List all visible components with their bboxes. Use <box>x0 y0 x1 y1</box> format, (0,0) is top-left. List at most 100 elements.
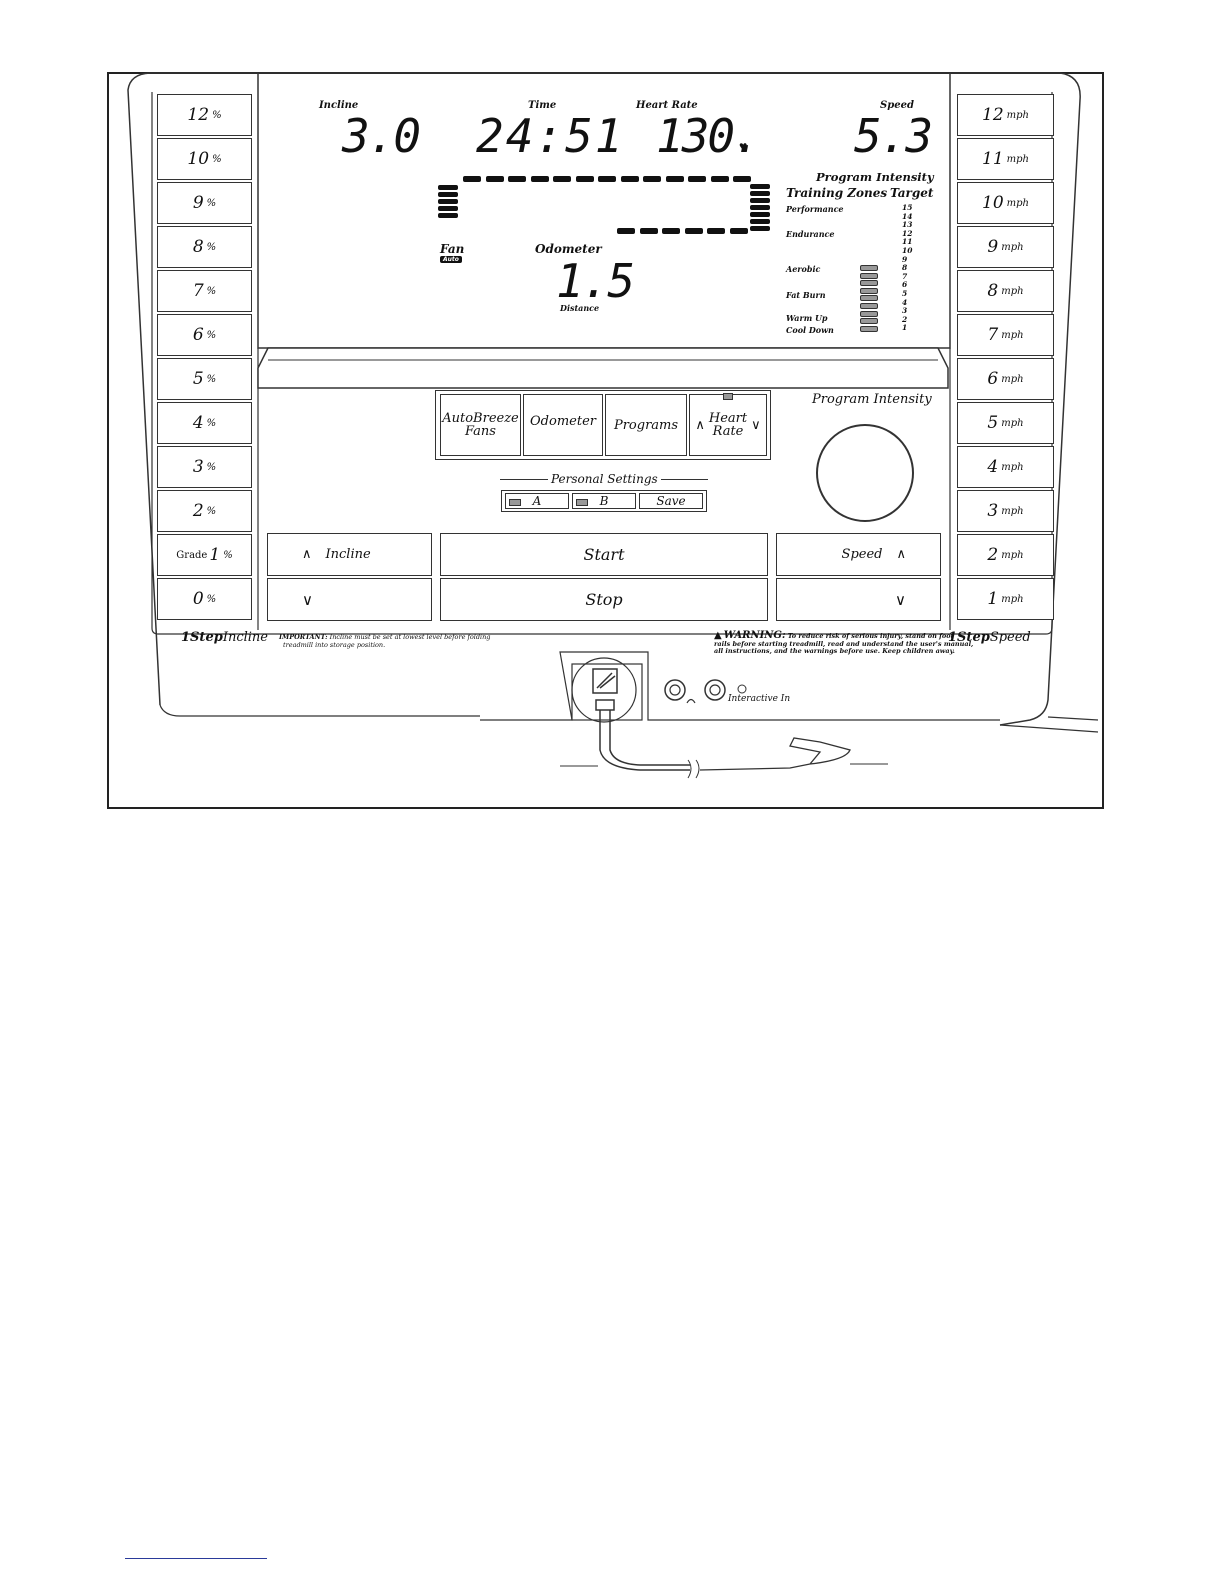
track-segment <box>617 228 635 234</box>
key-value: 3 <box>987 501 999 521</box>
speed-down-button[interactable]: ∨ <box>776 578 941 621</box>
track-segment <box>438 185 458 190</box>
key-unit: mph <box>1001 417 1024 429</box>
incline-label: Incline <box>319 100 359 111</box>
key-value: 9 <box>987 237 999 257</box>
incline-key[interactable]: 2% <box>157 490 252 532</box>
start-button[interactable]: Start <box>440 533 768 576</box>
key-unit: % <box>206 197 217 209</box>
heart-rate-up-icon: ∧ <box>695 417 705 433</box>
heart-icon: ♥ <box>739 138 748 154</box>
stop-button[interactable]: Stop <box>440 578 768 621</box>
incline-key[interactable]: 0% <box>157 578 252 620</box>
setting-b-label: B <box>599 494 609 508</box>
incline-key[interactable]: 12% <box>157 94 252 136</box>
incline-down-button[interactable]: ∨ <box>267 578 432 621</box>
personal-setting-b-button[interactable]: B <box>572 493 636 509</box>
target-title: Target <box>890 186 934 200</box>
incline-up-button[interactable]: ∧ Incline <box>267 533 432 576</box>
incline-key[interactable]: 3% <box>157 446 252 488</box>
incline-button-label: Incline <box>325 547 371 562</box>
incline-readout: 3.0 <box>342 109 421 163</box>
zone-aerobic: Aerobic <box>786 264 821 274</box>
key-value: 2 <box>987 545 999 565</box>
track-segment <box>639 228 658 234</box>
track-segment <box>438 192 458 197</box>
incline-key[interactable]: 5% <box>157 358 252 400</box>
time-label: Time <box>528 100 557 111</box>
key-value: 10 <box>982 193 1004 213</box>
speed-up-button[interactable]: Speed ∧ <box>776 533 941 576</box>
personal-setting-save-button[interactable]: Save <box>639 493 703 509</box>
track-segment <box>530 176 549 182</box>
warning-text-3: all instructions, and the warnings befor… <box>714 647 955 655</box>
key-prefix: Grade <box>176 549 208 561</box>
program-intensity-label: Program Intensity <box>812 392 932 407</box>
speed-button-label: Speed <box>841 547 883 562</box>
key-value: 7 <box>987 325 999 345</box>
key-unit: % <box>206 329 217 341</box>
track-segment <box>688 176 706 182</box>
heart-rate-button[interactable]: ∧ Heart Rate ∨ <box>689 394 767 456</box>
target-number: 7 <box>902 271 908 281</box>
personal-setting-a-button[interactable]: A <box>505 493 569 509</box>
interactive-in-label: Interactive In <box>728 694 791 704</box>
track-segment <box>665 176 684 182</box>
key-value: 1 <box>987 589 999 609</box>
zone-bar <box>860 287 878 294</box>
key-unit: mph <box>1006 197 1029 209</box>
target-number: 1 <box>902 323 908 333</box>
one-step-speed-rest: Speed <box>989 630 1031 645</box>
track-segment <box>750 219 770 224</box>
autobreeze-fans-button[interactable]: AutoBreeze Fans <box>440 394 521 456</box>
important-text: Incline must be set at lowest level befo… <box>329 633 491 641</box>
incline-key[interactable]: 9% <box>157 182 252 224</box>
key-value: 0 <box>192 589 204 609</box>
track-segment <box>438 213 458 218</box>
heart-rate-down-icon: ∨ <box>751 417 761 433</box>
warning-text-2: rails before starting treadmill, read an… <box>714 639 974 648</box>
zone-bar <box>860 318 878 325</box>
odometer-button[interactable]: Odometer <box>523 394 603 456</box>
key-unit: % <box>206 241 217 253</box>
incline-key[interactable]: 10% <box>157 138 252 180</box>
track-segment <box>729 228 748 234</box>
incline-key[interactable]: 7% <box>157 270 252 312</box>
key-unit: % <box>223 549 233 561</box>
key-value: 12 <box>187 105 210 125</box>
zone-bar <box>860 295 878 302</box>
autobreeze-label: AutoBreeze <box>442 411 519 426</box>
track-segment <box>598 176 616 182</box>
training-zones-title: Training Zones <box>786 186 888 200</box>
speed-up-icon: ∧ <box>896 547 906 562</box>
distance-label: Distance <box>560 303 600 313</box>
key-unit: % <box>206 505 217 517</box>
incline-key[interactable]: 8% <box>157 226 252 268</box>
incline-key[interactable]: 4% <box>157 402 252 444</box>
fan-auto-badge: Auto <box>440 256 462 263</box>
target-number: 2 <box>902 314 908 324</box>
key-value: 4 <box>987 457 999 477</box>
setting-b-indicator <box>576 499 588 506</box>
important-notice: IMPORTANT: Incline must be set at lowest… <box>279 633 491 649</box>
program-intensity-knob[interactable] <box>816 424 914 522</box>
key-value: 8 <box>987 281 999 301</box>
key-unit: % <box>212 109 222 121</box>
key-unit: mph <box>1006 153 1029 165</box>
programs-button[interactable]: Programs <box>605 394 687 456</box>
incline-key[interactable]: 6% <box>157 314 252 356</box>
